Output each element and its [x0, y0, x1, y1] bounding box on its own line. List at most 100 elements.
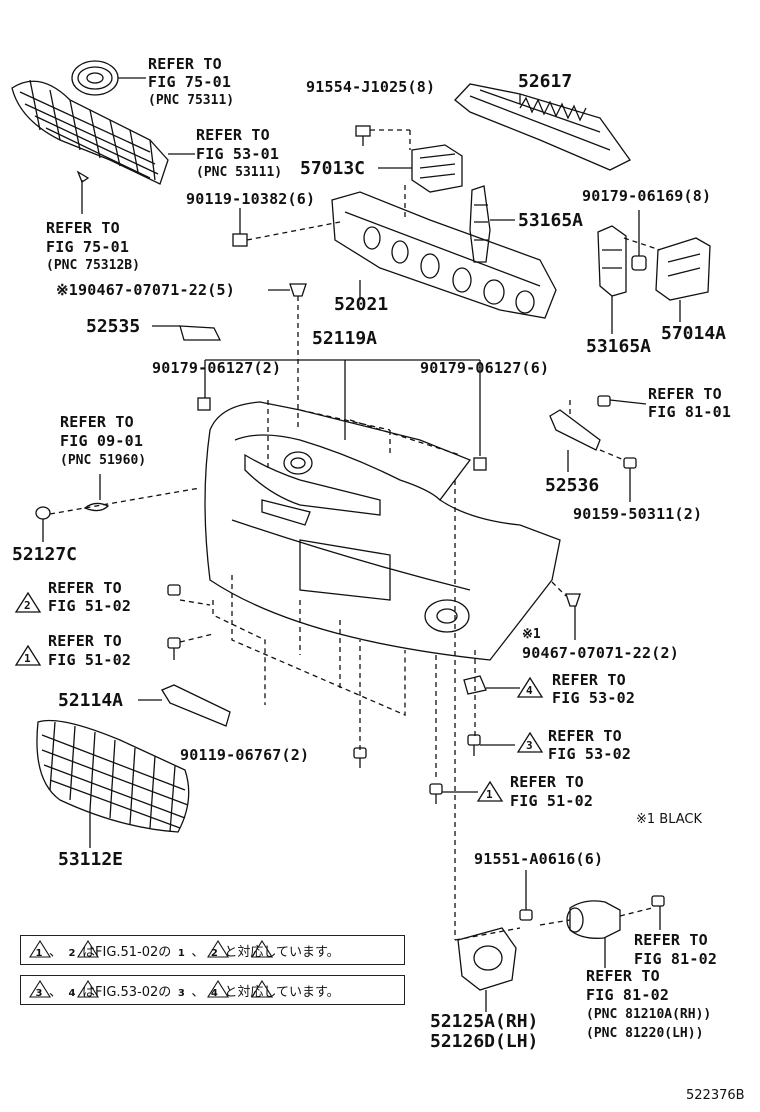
marker-star1: ※1 — [522, 627, 541, 642]
ref-81-02-a-line2: FIG 81-02 — [634, 950, 718, 968]
part-57014a: 57014A — [661, 323, 727, 344]
fog-bracket-52125a-part — [454, 870, 533, 1012]
bolt-left-upper — [167, 584, 211, 606]
ref-51-02-a-line1: REFER TO — [48, 579, 122, 597]
clip-90467-5 — [268, 283, 307, 430]
reinforcement-52021-part — [331, 191, 557, 319]
note1-tri1: 1 — [35, 947, 43, 959]
bracket-right-4 — [463, 675, 520, 695]
clip-90467-2 — [551, 581, 581, 640]
ref-53-02-a-line1: REFER TO — [552, 671, 626, 689]
ref-09-01-line1: REFER TO — [60, 413, 134, 431]
ref-51-02-c-line1: REFER TO — [510, 773, 584, 791]
part-52127c: 52127C — [12, 544, 78, 565]
note2-tri3: 3 — [177, 987, 185, 999]
part-90179-06169: 90179-06169(8) — [582, 187, 712, 205]
ref-81-02-b-pnc-lh: (PNC 81220(LH)) — [586, 1026, 704, 1041]
bolt-right-3 — [467, 734, 515, 756]
footnote-black: ※1 BLACK — [636, 812, 703, 827]
ref-75-01b-pnc: (PNC 75312B) — [46, 258, 140, 273]
part-52617: 52617 — [518, 71, 573, 92]
ref-81-01-line2: FIG 81-01 — [648, 403, 732, 421]
note-53-02: 3 、 4 はFIG.53-02の 3 、 4 と対応しています。 — [20, 975, 405, 1005]
note1-tri4: 2 — [210, 947, 218, 959]
part-90179-06127-6: 90179-06127(6) — [420, 359, 550, 377]
bracket-57014a-part — [623, 210, 711, 322]
note2-mid: はFIG.53-02の — [82, 984, 172, 1000]
part-52114a: 52114A — [58, 690, 124, 711]
part-53165a-top: 53165A — [518, 210, 584, 231]
ref-81-02-b-line2: FIG 81-02 — [586, 986, 670, 1004]
note2-tri1: 3 — [35, 987, 43, 999]
part-91554: 91554-J1025(8) — [306, 78, 436, 96]
ref-09-01-pnc: (PNC 51960) — [60, 453, 147, 468]
bolt-90119-10382 — [232, 185, 406, 247]
note1-mid: はFIG.51-02の — [82, 944, 172, 960]
part-90119-10382: 90119-10382(6) — [186, 190, 316, 208]
part-52021: 52021 — [334, 294, 389, 315]
fog-lamp-part — [539, 895, 665, 968]
bracket-52114a-part — [138, 684, 231, 727]
ref-09-01-line2: FIG 09-01 — [60, 432, 144, 450]
part-57013c: 57013C — [300, 158, 366, 179]
ref-81-01-line1: REFER TO — [648, 385, 722, 403]
part-90467-5: ※190467-07071-22(5) — [56, 281, 235, 299]
triangle-icon-2a — [14, 591, 42, 613]
absorber-52617-part — [454, 83, 631, 171]
ref-51-02-c-line2: FIG 51-02 — [510, 792, 594, 810]
bumper-cover-52119a-part — [197, 359, 561, 940]
figure-id: 522376B — [686, 1088, 745, 1103]
retainer-52536-part — [549, 395, 647, 502]
ref-75-01b-line2: FIG 75-01 — [46, 238, 130, 256]
note2-tri4: 4 — [210, 987, 218, 999]
ref-81-02-a-line1: REFER TO — [634, 931, 708, 949]
ref-53-01-pnc: (PNC 53111) — [196, 165, 283, 180]
note1-end: と対応しています。 — [224, 944, 340, 960]
ref-51-02-a-line2: FIG 51-02 — [48, 597, 132, 615]
ref-75-01-pnc: (PNC 75311) — [148, 93, 235, 108]
ref-53-02-b-line2: FIG 53-02 — [548, 745, 632, 763]
ref-53-02-b-line1: REFER TO — [548, 727, 622, 745]
triangle-4-label: 4 — [526, 684, 533, 697]
part-52536: 52536 — [545, 475, 600, 496]
note1-sep1: 、 — [49, 944, 63, 960]
part-52535: 52535 — [86, 316, 141, 337]
ref-81-02-b-pnc-rh: (PNC 81210A(RH)) — [586, 1007, 712, 1022]
note2-sep2: 、 — [191, 984, 205, 1000]
bolt-right-1 — [429, 783, 478, 804]
ref-53-01-line1: REFER TO — [196, 126, 270, 144]
ref-51-02-b-line1: REFER TO — [48, 632, 122, 650]
ref-75-01-line2: FIG 75-01 — [148, 73, 232, 91]
triangle-1b-label: 1 — [486, 788, 493, 801]
part-52119a: 52119A — [312, 328, 378, 349]
part-52125a: 52125A(RH) — [430, 1011, 539, 1032]
lower-grille-part — [36, 719, 190, 848]
note2-end: と対応しています。 — [224, 984, 340, 1000]
part-90467-2: 90467-07071-22(2) — [522, 644, 679, 662]
note1-sep2: 、 — [191, 944, 205, 960]
bracket-53165a-top-part — [469, 185, 515, 263]
ref-53-02-a-line2: FIG 53-02 — [552, 689, 636, 707]
note-51-02: 1 、 2 はFIG.51-02の 1 、 2 と対応しています。 — [20, 935, 405, 965]
part-53112e: 53112E — [58, 849, 124, 870]
triangle-icon-3 — [516, 731, 544, 753]
ref-53-01-line2: FIG 53-01 — [196, 145, 280, 163]
part-90119-06767: 90119-06767(2) — [180, 746, 310, 764]
note2-tri2: 4 — [68, 987, 76, 999]
cap-52127c-part — [35, 474, 201, 542]
triangle-3-label: 3 — [526, 739, 533, 752]
part-52126d: 52126D(LH) — [430, 1031, 539, 1052]
emblem-icon — [71, 60, 146, 96]
note1-tri3: 1 — [177, 947, 185, 959]
bolt-90119-06767 — [353, 747, 367, 768]
triangle-icon-1b — [476, 780, 504, 802]
bracket-53165a-bottom-part — [597, 225, 627, 334]
note2-sep1: 、 — [49, 984, 63, 1000]
note-triangles — [29, 939, 273, 998]
part-90159-50311: 90159-50311(2) — [573, 505, 703, 523]
triangle-1a-label: 1 — [24, 652, 31, 665]
triangle-2a-label: 2 — [24, 599, 31, 612]
bolt-91554 — [355, 125, 411, 150]
triangle-icon-4 — [516, 676, 544, 698]
